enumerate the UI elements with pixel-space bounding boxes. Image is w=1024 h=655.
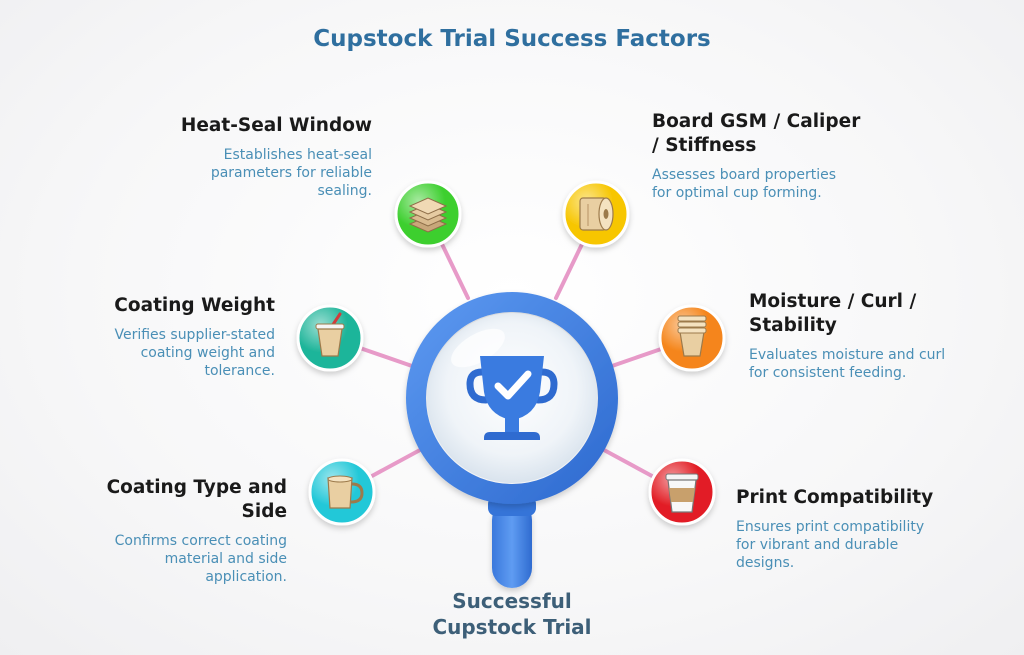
factor-title-line: Moisture / Curl / <box>749 291 917 312</box>
magnifier-ring <box>406 292 618 504</box>
connector-heat-seal <box>438 238 470 300</box>
node-coating-weight <box>296 304 364 372</box>
connector-coating-type <box>370 448 422 478</box>
connectors <box>358 238 666 478</box>
factor-heat-seal: Heat-Seal Window Establishes heat-seal p… <box>72 114 372 200</box>
factor-desc-line: parameters for reliable <box>210 165 372 181</box>
factor-title-line: Coating Weight <box>114 295 275 316</box>
factor-title-line: Side <box>241 501 287 522</box>
stacked-cups-icon <box>677 315 707 357</box>
factor-description: Ensures print compatibility for vibrant … <box>736 518 1024 572</box>
factor-board-gsm: Board GSM / Caliper / Stiffness Assesses… <box>652 110 952 202</box>
magnifier-handle <box>492 500 532 588</box>
factor-title-line: Heat-Seal Window <box>180 115 372 136</box>
connector-print <box>602 448 654 478</box>
factor-desc-line: Evaluates moisture and curl <box>749 347 946 363</box>
factor-title: Coating Weight <box>0 294 275 318</box>
coffee-cup-icon <box>665 473 699 513</box>
center-label-line: Successful <box>452 589 572 613</box>
connector-coating-weight <box>358 346 414 368</box>
factor-title: Print Compatibility <box>736 486 1024 510</box>
factor-desc-line: Verifies supplier-stated <box>114 327 275 343</box>
magnifying-glass-icon <box>406 292 618 588</box>
connector-board-gsm <box>554 238 586 300</box>
factor-desc-line: sealing. <box>317 183 372 199</box>
factor-coating-weight: Coating Weight Verifies supplier-stated … <box>0 294 275 380</box>
stacked-sheets-icon <box>408 197 448 233</box>
factor-moisture: Moisture / Curl / Stability Evaluates mo… <box>749 290 1024 382</box>
page-title: Cupstock Trial Success Factors <box>313 26 711 52</box>
factor-desc-line: for consistent feeding. <box>749 365 907 381</box>
factor-print: Print Compatibility Ensures print compat… <box>736 486 1024 572</box>
factor-title-line: Coating Type and <box>106 477 287 498</box>
factor-desc-line: for optimal cup forming. <box>652 185 822 201</box>
factor-desc-line: designs. <box>736 555 795 571</box>
factor-title-line: Stability <box>749 315 837 336</box>
factor-title-line: Board GSM / Caliper <box>652 111 861 132</box>
factor-title-line: / Stiffness <box>652 135 757 156</box>
node-print <box>648 458 716 526</box>
factor-title-line: Print Compatibility <box>736 487 934 508</box>
mug-icon <box>327 475 364 509</box>
factor-desc-line: Confirms correct coating <box>114 533 287 549</box>
factor-desc-line: coating weight and <box>140 345 275 361</box>
connector-moisture <box>610 346 666 368</box>
factor-title: Coating Type and Side <box>0 476 287 524</box>
factor-description: Assesses board properties for optimal cu… <box>652 166 952 202</box>
factor-title: Heat-Seal Window <box>72 114 372 138</box>
node-moisture <box>658 304 726 372</box>
factor-desc-line: material and side <box>164 551 287 567</box>
factor-description: Evaluates moisture and curl for consiste… <box>749 346 1024 382</box>
factor-title: Moisture / Curl / Stability <box>749 290 1024 338</box>
factor-desc-line: tolerance. <box>204 363 275 379</box>
factor-coating-type: Coating Type and Side Confirms correct c… <box>0 476 287 586</box>
center-label: Successful Cupstock Trial <box>412 588 612 640</box>
cup-with-straw-icon <box>315 312 345 357</box>
factor-description: Confirms correct coating material and si… <box>0 532 287 586</box>
factor-desc-line: Assesses board properties <box>652 167 837 183</box>
node-board-gsm <box>562 180 630 248</box>
factor-description: Establishes heat-seal parameters for rel… <box>72 146 372 200</box>
factor-desc-line: application. <box>205 569 287 585</box>
center-label-line: Cupstock Trial <box>432 615 592 639</box>
factor-title: Board GSM / Caliper / Stiffness <box>652 110 952 158</box>
paper-roll-icon <box>579 197 614 231</box>
factor-desc-line: Ensures print compatibility <box>736 519 925 535</box>
factor-description: Verifies supplier-stated coating weight … <box>0 326 275 380</box>
trophy-check-icon <box>466 356 558 440</box>
node-coating-type <box>308 458 376 526</box>
factor-desc-line: Establishes heat-seal <box>223 147 372 163</box>
glass-highlight <box>451 328 505 368</box>
node-heat-seal <box>394 180 462 248</box>
factor-desc-line: for vibrant and durable <box>736 537 899 553</box>
